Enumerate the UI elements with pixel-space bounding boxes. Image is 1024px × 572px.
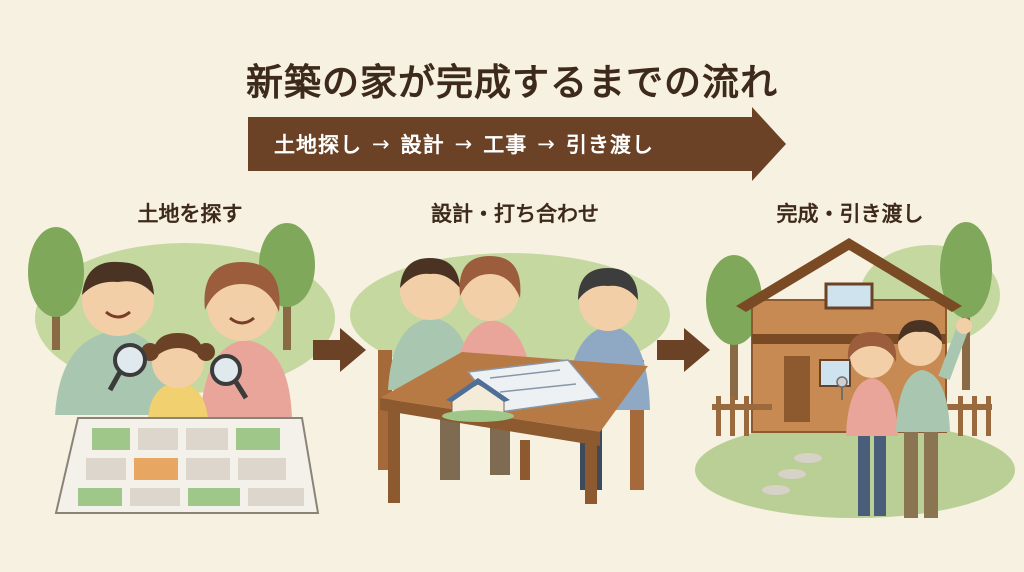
tree-icon: [940, 222, 992, 390]
panel-completion-handover: [695, 222, 1015, 518]
page-title: 新築の家が完成するまでの流れ: [246, 61, 778, 104]
arrow-right-icon: →: [537, 132, 556, 156]
flow-banner-arrow: [248, 107, 786, 181]
panel-label-design-meeting: 設計・打ち合わせ: [431, 202, 599, 226]
step-arrow-icon: [313, 328, 366, 372]
panel-design-meeting: [350, 253, 670, 504]
wife-figure: [846, 332, 898, 516]
tree-icon: [706, 255, 762, 400]
arrow-right-icon: →: [372, 132, 391, 156]
magnifier-icon: [210, 354, 249, 400]
lawn: [695, 422, 1015, 518]
husband-figure: [896, 318, 972, 518]
flow-step-label: 設計: [400, 133, 445, 157]
key-icon: [836, 376, 848, 400]
arrow-right-icon: →: [454, 132, 474, 156]
panel-label-completion: 完成・引き渡し: [776, 202, 924, 226]
step-arrow-icon: [657, 328, 710, 372]
house-model-icon: [442, 378, 514, 422]
magnifier-icon: [107, 343, 147, 392]
flow-step-label: 引き渡し: [565, 133, 654, 157]
panel-land-search: [28, 223, 335, 514]
child-figure: [141, 333, 215, 420]
tree-icon: [28, 227, 84, 350]
flow-step-label: 工事: [483, 133, 528, 157]
panel-label-land-search: 土地を探す: [137, 202, 243, 226]
flow-step-label: 土地探し: [274, 133, 362, 157]
fence: [712, 396, 992, 436]
flow-banner: 土地探し → 設計 → 工事 → 引き渡し: [248, 117, 778, 171]
land-map: [54, 417, 320, 514]
